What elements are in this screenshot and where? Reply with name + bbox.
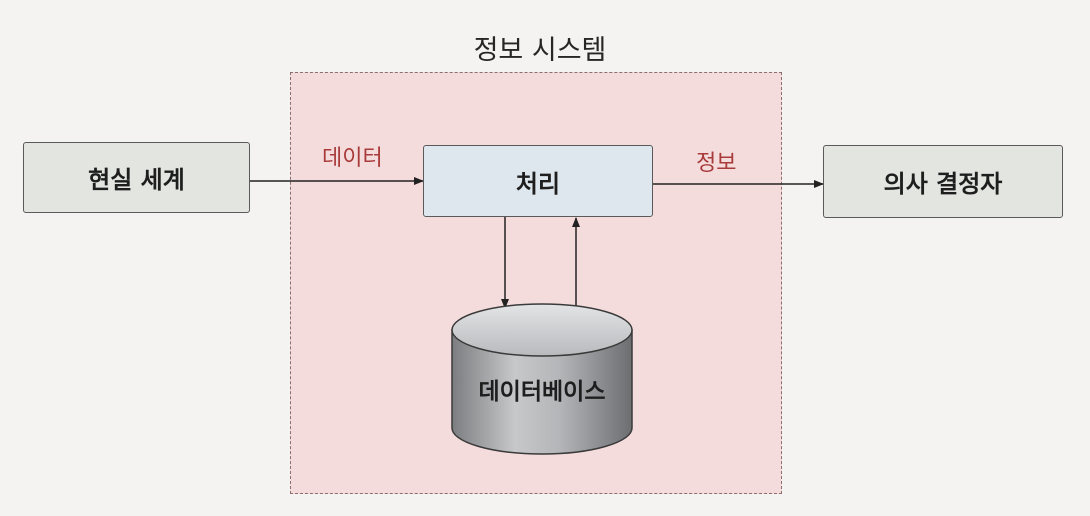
database-label: 데이터베이스 <box>478 379 606 405</box>
edge-label-data: 데이터 <box>322 146 383 171</box>
process-node: 처리 <box>423 145 653 217</box>
decision-maker-node: 의사 결정자 <box>823 145 1063 218</box>
real-world-node: 현실 세계 <box>23 142 250 213</box>
database-cylinder <box>451 303 633 455</box>
system-title: 정보 시스템 <box>473 35 607 66</box>
edge-label-information: 정보 <box>696 151 737 176</box>
